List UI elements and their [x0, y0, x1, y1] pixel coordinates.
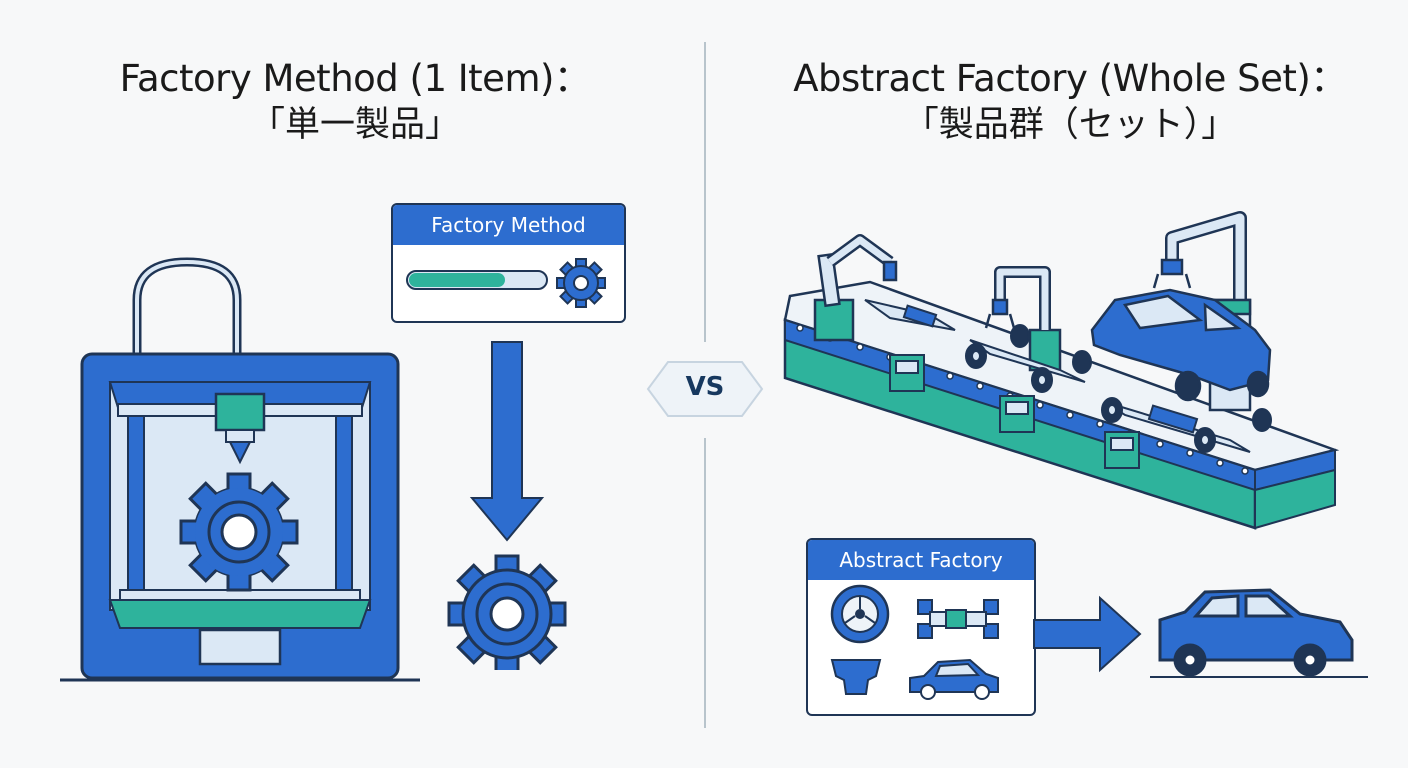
car-icon	[1150, 588, 1368, 678]
abstract-factory-panel: Abstract Factory	[806, 538, 1036, 716]
bumper-icon	[830, 659, 882, 695]
wheel-icon	[830, 584, 890, 644]
output-gear-icon	[447, 554, 567, 670]
gear-icon	[556, 258, 606, 308]
factory-method-title-line1: Factory Method (1 Item)：	[119, 57, 591, 100]
divider-bottom	[704, 438, 706, 728]
factory-method-title-line2: 「単一製品」	[249, 105, 460, 145]
printed-gear-icon	[179, 472, 299, 592]
factory-method-panel-label: Factory Method	[393, 205, 624, 245]
factory-method-title: Factory Method (1 Item)： 「単一製品」	[60, 56, 650, 148]
arrow-right-icon	[1033, 588, 1368, 678]
abstract-factory-panel-label: Abstract Factory	[808, 540, 1034, 580]
progress-bar-fill	[409, 273, 505, 287]
abstract-factory-title-line2: 「製品群（セット）」	[903, 105, 1237, 145]
3d-printer-icon	[60, 257, 420, 682]
abstract-factory-title: Abstract Factory (Whole Set)： 「製品群（セット）」	[760, 56, 1380, 148]
chassis-icon	[917, 599, 999, 639]
car-shell-icon	[909, 658, 999, 700]
arrow-down-icon	[447, 341, 567, 670]
abstract-factory-panel-body	[830, 584, 999, 700]
divider-top	[704, 42, 706, 342]
car-body-icon	[1090, 288, 1272, 402]
factory-method-panel: Factory Method	[391, 203, 626, 323]
abstract-factory-title-line1: Abstract Factory (Whole Set)：	[793, 57, 1347, 100]
vs-badge: VS	[646, 358, 764, 420]
assembly-line-icon	[783, 211, 1340, 530]
vs-chevrons-icon	[646, 361, 764, 417]
vs-label: VS	[685, 372, 725, 402]
factory-method-panel-body	[406, 258, 606, 308]
robot-arm-icon	[813, 234, 898, 342]
